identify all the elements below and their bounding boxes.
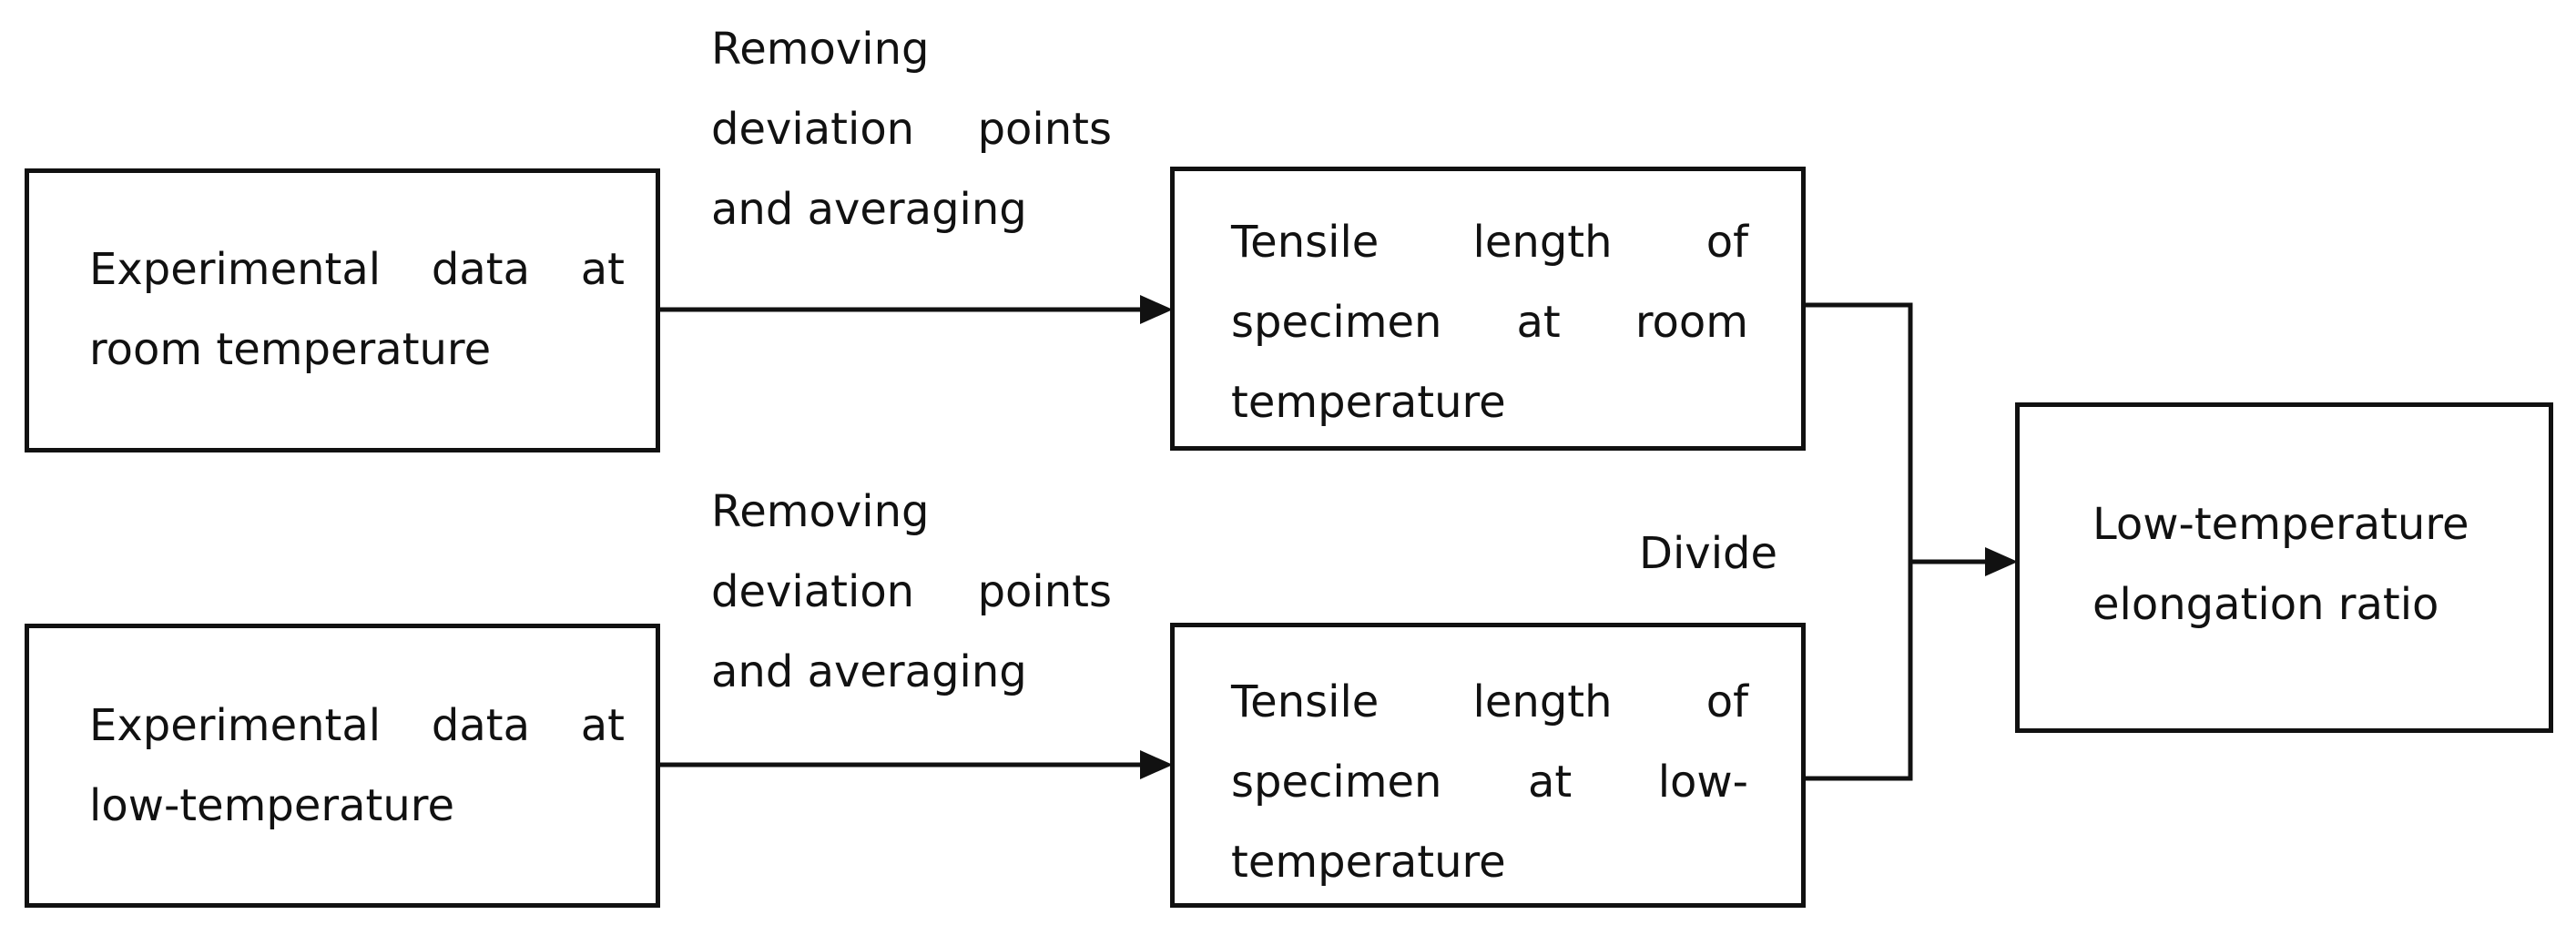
- node-low-temperature-data-line-1: Experimental data at: [89, 700, 625, 751]
- node-room-temperature-tensile-length: Tensile length of specimen at room tempe…: [1170, 167, 1806, 451]
- node-elongation-ratio: Low-temperature elongation ratio: [2015, 402, 2553, 733]
- node-low-temperature-tensile-length: Tensile length of specimen at low- tempe…: [1170, 623, 1806, 908]
- node-room-temperature-data-line-1: Experimental data at: [89, 244, 625, 295]
- node-room-temperature-data: Experimental data at room temperature: [25, 168, 660, 452]
- edge-label-low-line-3: and averaging: [711, 646, 1027, 697]
- edge-label-room-line-3: and averaging: [711, 184, 1027, 235]
- node-low-length-line-3: temperature: [1231, 837, 1506, 888]
- edge-label-low-line-1: Removing: [711, 486, 930, 537]
- node-low-temperature-data: Experimental data at low-temperature: [25, 624, 660, 908]
- node-room-length-line-2: specimen at room: [1231, 297, 1748, 348]
- edge-label-room-line-1: Removing: [711, 24, 930, 75]
- node-room-temperature-data-line-2: room temperature: [89, 324, 492, 375]
- arrowhead-ratio: [1985, 547, 2018, 576]
- node-low-length-line-1: Tensile length of: [1231, 676, 1748, 727]
- node-low-temperature-data-line-2: low-temperature: [89, 780, 454, 831]
- edge-label-divide: Divide: [1639, 528, 1778, 579]
- node-room-length-line-3: temperature: [1231, 377, 1506, 428]
- edge-label-low-line-2: deviation points: [711, 566, 1112, 617]
- arrowhead-low: [1140, 750, 1173, 779]
- arrowhead-room: [1140, 295, 1173, 324]
- node-low-length-line-2: specimen at low-: [1231, 757, 1748, 808]
- merge-bracket: [1803, 302, 1913, 781]
- edge-label-room-line-2: deviation points: [711, 104, 1112, 155]
- node-elongation-ratio-line-2: elongation ratio: [2092, 579, 2439, 630]
- node-room-length-line-1: Tensile length of: [1231, 217, 1748, 268]
- node-elongation-ratio-line-1: Low-temperature: [2092, 499, 2469, 550]
